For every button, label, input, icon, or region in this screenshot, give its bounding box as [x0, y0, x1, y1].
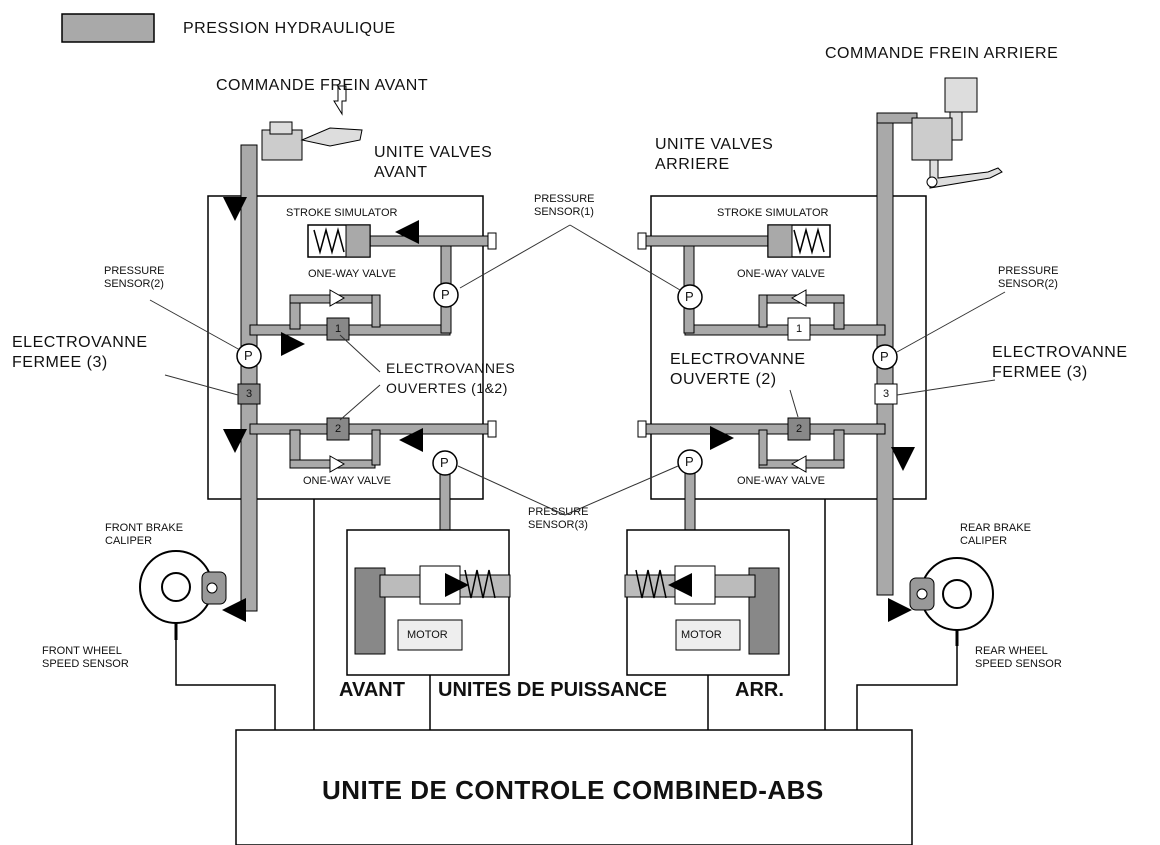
pressure-sensor-1-label: PRESSURE SENSOR(1): [534, 193, 595, 218]
rear-p1-symbol: P: [685, 289, 694, 304]
rear-one-way-valve-top-label: ONE-WAY VALVE: [737, 268, 826, 280]
front-pressure-sensor-1: [433, 282, 459, 308]
front-valve-2-number: 2: [335, 423, 342, 435]
rear-closed-valve-label: ELECTROVANNE FERMEE (3): [992, 344, 1128, 381]
front-brake-lever: [300, 127, 363, 147]
front-wheel-sensor-label: FRONT WHEEL SPEED SENSOR: [42, 645, 129, 670]
rear-pressure-sensor-2: [872, 344, 898, 370]
front-p1-symbol: P: [441, 287, 450, 302]
rear-valve-1-number: 1: [796, 323, 803, 335]
rear-valve-3: [874, 383, 898, 405]
front-stroke-simulator-label: STROKE SIMULATOR: [286, 207, 398, 219]
front-valve-2: [326, 417, 350, 441]
front-motor: [397, 619, 463, 651]
front-open-valves-label: ELECTROVANNES OUVERTES (1&2): [386, 360, 516, 396]
rear-wheel-sensor-label: REAR WHEEL SPEED SENSOR: [975, 645, 1062, 670]
rear-open-valve-label: ELECTROVANNE OUVERTE (2): [670, 351, 806, 388]
front-valve-1-number: 1: [335, 323, 342, 335]
control-unit-label: UNITE DE CONTROLE COMBINED-ABS: [322, 775, 824, 805]
front-power-label: AVANT: [339, 679, 405, 701]
front-closed-valve-label: ELECTROVANNE FERMEE (3): [12, 334, 148, 371]
front-pressure-sensor-2: [236, 343, 262, 369]
rear-motor: [675, 619, 741, 651]
front-main-line: [240, 144, 258, 612]
rear-power-label: ARR.: [735, 679, 784, 701]
rear-p2-symbol: P: [880, 349, 889, 364]
rear-valve-1: [787, 317, 811, 341]
legend-label: PRESSION HYDRAULIQUE: [183, 20, 396, 37]
rear-master-cylinder: [911, 117, 953, 161]
front-brake-caliper-label: FRONT BRAKE CALIPER: [105, 522, 184, 547]
front-p2-symbol: P: [244, 348, 253, 363]
rear-valve-3-number: 3: [883, 388, 890, 400]
front-p3-symbol: P: [440, 455, 449, 470]
front-valve-unit-label: UNITE VALVES AVANT: [374, 144, 493, 181]
front-valve-1: [326, 317, 350, 341]
legend-swatch: [61, 13, 155, 43]
front-valve-3-number: 3: [246, 388, 253, 400]
front-one-way-valve-top-label: ONE-WAY VALVE: [308, 268, 397, 280]
front-pressure-sensor-2-label: PRESSURE SENSOR(2): [104, 265, 165, 290]
front-one-way-valve-bottom-label: ONE-WAY VALVE: [303, 475, 392, 487]
rear-pressure-sensor-3: [677, 449, 703, 475]
power-units-label: UNITES DE PUISSANCE: [438, 679, 667, 701]
rear-command-label: COMMANDE FREIN ARRIERE: [825, 45, 1059, 62]
control-unit-box: [235, 729, 913, 845]
pressure-sensor-3-label: PRESSURE SENSOR(3): [528, 506, 589, 531]
rear-pressure-sensor-1: [677, 284, 703, 310]
front-command-label: COMMANDE FREIN AVANT: [216, 77, 429, 94]
front-top-line-h: [249, 324, 451, 336]
rear-stroke-simulator-label: STROKE SIMULATOR: [717, 207, 829, 219]
leader-lines: [149, 224, 1006, 516]
rear-one-way-valve-bottom-label: ONE-WAY VALVE: [737, 475, 826, 487]
front-master-cylinder: [261, 129, 303, 161]
rear-p3-symbol: P: [685, 454, 694, 469]
rear-reservoir: [944, 77, 978, 113]
front-bottom-line-h: [249, 423, 493, 435]
rear-valve-unit-label: UNITE VALVES ARRIERE: [655, 136, 774, 173]
rear-brake-caliper-label: REAR BRAKE CALIPER: [960, 522, 1031, 547]
front-valve-3: [237, 383, 261, 405]
rear-valve-2-number: 2: [796, 423, 803, 435]
front-pressure-sensor-3: [432, 450, 458, 476]
rear-brake-pedal: [929, 159, 1003, 189]
front-motor-label: MOTOR: [407, 629, 448, 641]
rear-motor-label: MOTOR: [681, 629, 722, 641]
rear-valve-2: [787, 417, 811, 441]
rear-pressure-sensor-2-label: PRESSURE SENSOR(2): [998, 265, 1059, 290]
wiring: [175, 499, 958, 730]
